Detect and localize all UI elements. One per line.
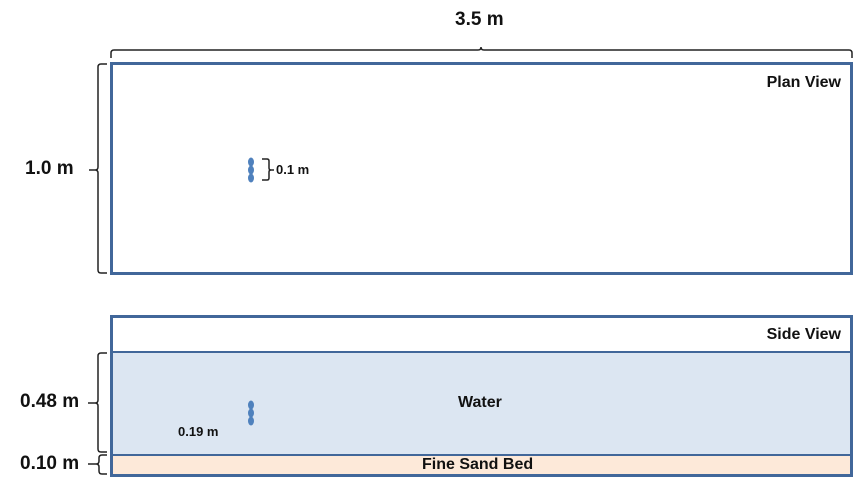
plan-view-frame: Plan View: [110, 62, 853, 275]
sensor-height-label: 0.19 m: [178, 424, 219, 439]
length-brace: [110, 46, 853, 58]
side-sensor-array-icon: [248, 400, 254, 426]
plan-view-title: Plan View: [766, 74, 841, 91]
sand-depth-brace: [88, 454, 107, 475]
sensor-array-icon: [248, 157, 254, 183]
water-region: Water: [113, 351, 850, 456]
water-label: Water: [458, 394, 502, 411]
side-view-title: Side View: [766, 326, 841, 343]
sand-bed-label: Fine Sand Bed: [422, 456, 534, 473]
plan-width-label: 1.0 m: [25, 158, 74, 179]
overall-length-label: 3.5 m: [455, 9, 504, 30]
water-depth-brace: [88, 352, 107, 453]
water-depth-label: 0.48 m: [20, 391, 80, 412]
sensor-spacing-label: 0.1 m: [276, 162, 310, 177]
sensor-spacing-brace: [262, 158, 274, 181]
side-view-frame: Side View Water Fine Sand Bed: [110, 315, 853, 477]
sand-depth-label: 0.10 m: [20, 453, 80, 474]
sand-bed-region: Fine Sand Bed: [113, 456, 850, 474]
plan-width-brace: [89, 63, 107, 274]
